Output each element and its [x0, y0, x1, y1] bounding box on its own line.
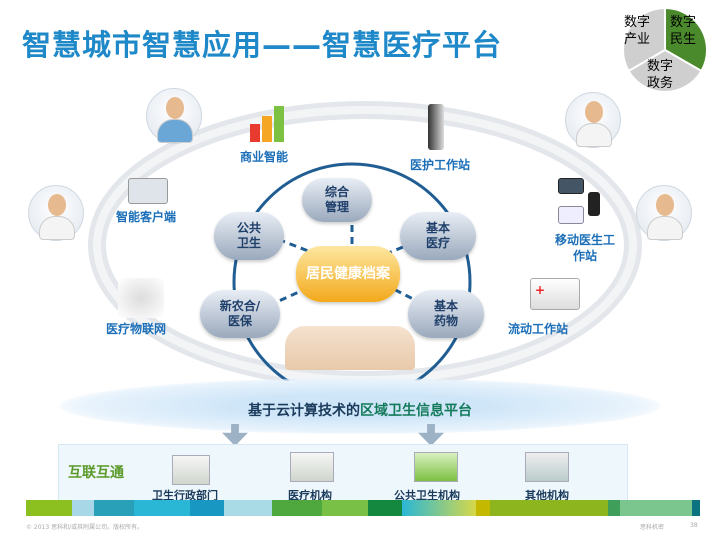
server-icon	[428, 104, 444, 150]
label-mobile-station: 流动工作站	[508, 322, 569, 336]
family-photo	[285, 326, 415, 370]
interconnect-title: 互联互通	[68, 465, 124, 481]
platform-title: 基于云计算技术的区域卫生信息平台	[248, 403, 472, 419]
government-building-icon	[172, 455, 210, 485]
label-smart-client: 智能客户端	[116, 210, 177, 224]
label-mobile-doctor: 移动医生工作站	[555, 233, 616, 263]
page-title: 智慧城市智慧应用——智慧医疗平台	[22, 28, 503, 62]
hospital-building-icon	[290, 452, 334, 482]
footer-confidential: 思科机密	[640, 524, 665, 531]
doctor-avatar	[636, 185, 692, 241]
cloud-rural-insurance: 新农合/医保	[200, 290, 280, 338]
pie-chart	[621, 6, 709, 93]
laptop-icon	[558, 178, 584, 194]
cloud-health-records: 居民健康档案	[296, 246, 400, 302]
org-label: 卫生行政部门	[152, 489, 218, 502]
doctor-avatar	[28, 185, 84, 241]
bar-chart-icon	[250, 106, 284, 142]
pie-label-government: 数字政务	[646, 59, 673, 91]
org-label: 公共卫生机构	[394, 489, 460, 502]
doctor-avatar	[146, 88, 202, 144]
page-number: 38	[690, 522, 698, 529]
cloud-basic-drugs: 基本药物	[408, 290, 484, 338]
label-business-intelligence: 商业智能	[240, 150, 289, 164]
footer-copyright: © 2013 思科和/或其附属公司。版权所有。	[26, 524, 144, 531]
public-health-building-icon	[414, 452, 458, 482]
computer-icon	[128, 178, 168, 204]
org-label: 其他机构	[525, 489, 569, 502]
medical-device-icon	[118, 278, 164, 318]
pie-segment-government	[627, 48, 703, 93]
ambulance-icon: +	[530, 278, 580, 310]
pie-label-livelihood: 数字民生	[669, 15, 696, 47]
nurse-avatar	[565, 92, 621, 148]
platform-cloud	[60, 378, 660, 434]
cloud-public-health: 公共卫生	[214, 212, 284, 260]
label-nurse-station: 医护工作站	[410, 158, 471, 172]
phone-icon	[588, 192, 600, 216]
label-iot: 医疗物联网	[106, 322, 167, 336]
cloud-basic-medical: 基本医疗	[400, 212, 476, 260]
org-label: 医疗机构	[288, 489, 332, 502]
cloud-general-management: 综合管理	[302, 178, 372, 222]
tablet-icon	[558, 206, 584, 224]
pie-label-industry: 数字产业	[623, 15, 650, 47]
other-building-icon	[525, 452, 569, 482]
